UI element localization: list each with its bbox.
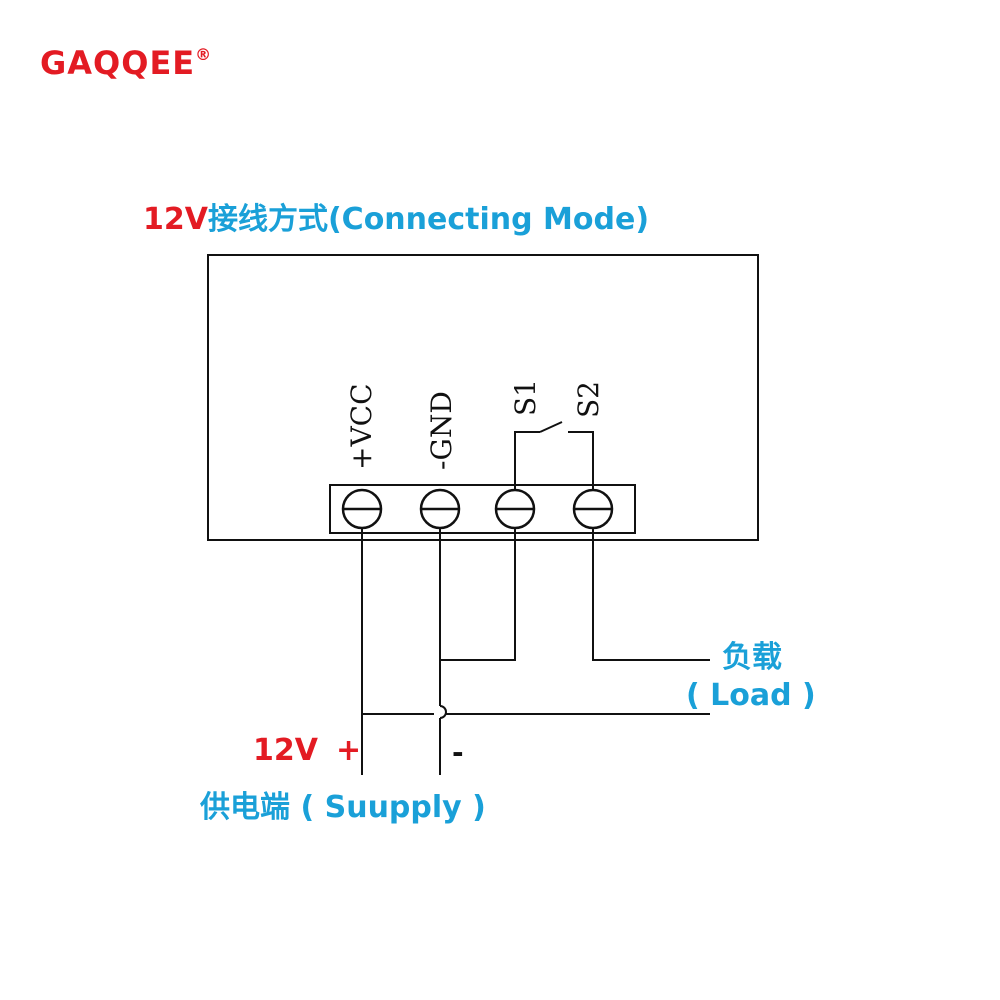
terminal-screw-s1 (494, 488, 536, 530)
device-box (207, 254, 759, 541)
load-label-cn: 负载 (722, 640, 782, 675)
internal-switch (514, 421, 594, 490)
wire-s2-load (592, 528, 710, 661)
brand-name: GAQQEE (40, 44, 196, 82)
terminal-screw-gnd (419, 488, 461, 530)
diagram-title: 12V接线方式(Connecting Mode) (143, 194, 649, 238)
wire-s1 (440, 528, 516, 661)
terminal-label-s1: S1 (509, 379, 542, 416)
registered-mark: ® (195, 45, 213, 65)
terminal-label-gnd: -GND (425, 391, 458, 470)
terminal-label-s2: S2 (572, 381, 605, 418)
supply-minus: - (452, 736, 464, 769)
terminal-block (329, 484, 636, 534)
brand-logo: GAQQEE® (40, 44, 212, 82)
supply-plus: + (336, 733, 362, 768)
terminal-screw-s2 (572, 488, 614, 530)
supply-label: 供电端 ( Suupply ) (200, 790, 486, 825)
title-voltage: 12V (143, 202, 208, 237)
title-text: 接线方式(Connecting Mode) (207, 202, 650, 237)
terminal-label-vcc: +VCC (345, 383, 378, 470)
wire-crossover (439, 705, 447, 719)
load-label-en: ( Load ) (686, 678, 816, 713)
supply-voltage: 12V (253, 733, 318, 768)
terminal-screw-vcc (341, 488, 383, 530)
wiring (361, 528, 710, 775)
